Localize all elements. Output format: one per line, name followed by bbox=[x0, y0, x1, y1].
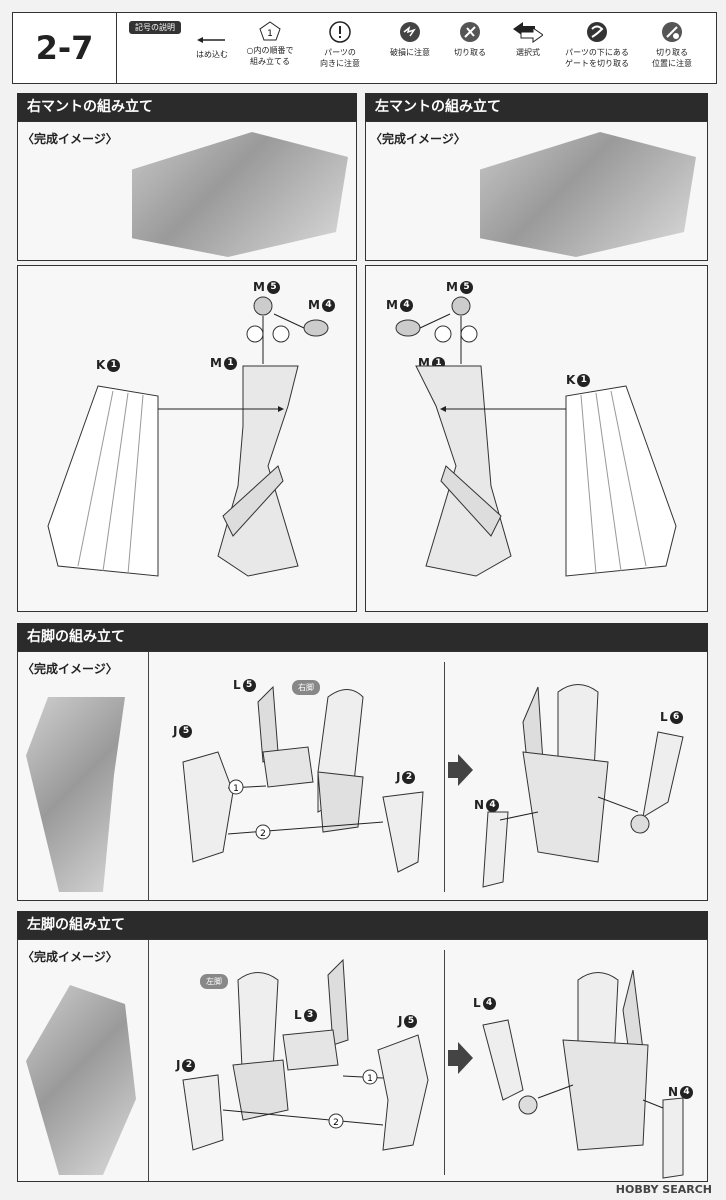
cut-icon bbox=[460, 22, 480, 42]
watermark: HOBBY SEARCH bbox=[615, 1183, 712, 1196]
section-title-right-mantle: 右マントの組み立て bbox=[17, 93, 357, 121]
section-title-right-leg: 右脚の組み立て bbox=[17, 623, 708, 651]
right-leg-tag: 右脚 bbox=[292, 680, 320, 695]
legend-title: 記号の説明 bbox=[129, 21, 181, 34]
right-mantle-parts-drawing bbox=[47, 296, 329, 577]
legend-item-orientation: パーツの 向きに注意 bbox=[305, 21, 375, 69]
legend-item-cut-position: 切り取る 位置に注意 bbox=[637, 21, 707, 69]
symbol-legend: 記号の説明 はめ込む 1 ○内の順番で 組み立てる パーツの 向きに注意 破損に… bbox=[117, 12, 717, 84]
section-title-left-mantle: 左マントの組み立て bbox=[365, 93, 708, 121]
legend-item-order: 1 ○内の順番で 組み立てる bbox=[235, 21, 305, 67]
svg-text:2: 2 bbox=[260, 829, 266, 839]
left-leg-tag: 左脚 bbox=[200, 974, 228, 989]
cut-position-icon bbox=[662, 22, 682, 42]
choice-arrows-icon bbox=[513, 22, 543, 43]
right-leg-image-label: 〈完成イメージ〉 bbox=[22, 662, 118, 676]
orientation-warning-icon bbox=[434, 325, 452, 343]
left-leg-image-label: 〈完成イメージ〉 bbox=[22, 950, 118, 964]
right-mantle-image-panel: 〈完成イメージ〉 bbox=[17, 121, 357, 261]
left-mantle-completed-photo bbox=[480, 132, 696, 257]
gate-cut-icon bbox=[587, 22, 607, 42]
legend-item-insert: はめ込む bbox=[177, 35, 247, 60]
svg-text:1: 1 bbox=[233, 784, 239, 794]
legend-item-choice: 選択式 bbox=[493, 21, 563, 58]
next-step-arrow-icon bbox=[448, 754, 473, 786]
orientation-warning-icon bbox=[246, 325, 264, 343]
svg-text:2: 2 bbox=[333, 1118, 339, 1128]
orientation-warning-icon bbox=[272, 325, 290, 343]
orientation-warning-icon bbox=[460, 325, 478, 343]
left-mantle-image-label: 〈完成イメージ〉 bbox=[370, 132, 466, 146]
legend-item-cut: 切り取る bbox=[435, 21, 505, 58]
svg-text:1: 1 bbox=[367, 1074, 373, 1084]
exclamation-circle-icon bbox=[329, 21, 351, 43]
section-title-left-leg: 左脚の組み立て bbox=[17, 911, 708, 939]
right-mantle-completed-photo bbox=[132, 132, 348, 257]
arrow-left-icon bbox=[197, 37, 225, 43]
step-number: 2-7 bbox=[12, 12, 117, 84]
left-leg-parts-drawing: 1 2 bbox=[182, 958, 684, 1179]
damage-warning-icon bbox=[400, 22, 420, 42]
legend-item-gate: パーツの下にある ゲートを切り取る bbox=[557, 21, 637, 69]
next-step-arrow-icon bbox=[448, 1042, 473, 1074]
svg-text:1: 1 bbox=[267, 29, 273, 39]
left-mantle-parts-drawing bbox=[395, 296, 677, 577]
right-leg-parts-drawing: 1 2 bbox=[182, 684, 684, 888]
right-mantle-image-label: 〈完成イメージ〉 bbox=[22, 132, 118, 146]
legend-item-damage: 破損に注意 bbox=[375, 21, 445, 58]
numbered-pentagon-icon: 1 bbox=[259, 21, 281, 41]
left-mantle-image-panel: 〈完成イメージ〉 bbox=[365, 121, 708, 261]
